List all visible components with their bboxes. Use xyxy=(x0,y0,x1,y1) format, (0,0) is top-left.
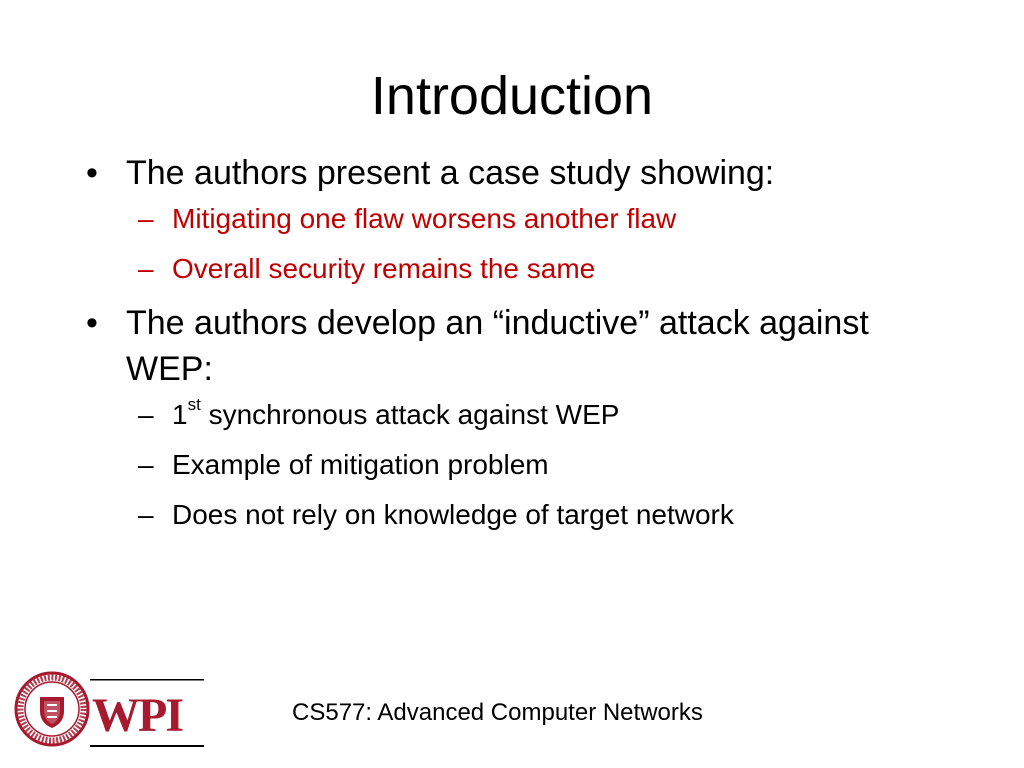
bullet-symbol: • xyxy=(86,304,98,342)
ordinal-suffix: st xyxy=(187,394,201,414)
wpi-seal-icon xyxy=(14,671,90,747)
wpi-logo: WPI xyxy=(14,671,204,747)
sub-bullet-2-2-text: Example of mitigation problem xyxy=(172,449,549,480)
slide-title: Introduction xyxy=(370,66,654,126)
dash-symbol: – xyxy=(138,449,154,480)
bullet-1-text: The authors present a case study showing… xyxy=(126,154,775,192)
sub-bullet-1-2-text: Overall security remains the same xyxy=(172,253,596,284)
sub-bullet-1-2: – Overall security remains the same xyxy=(86,250,946,288)
bullet-2-text: The authors develop an “inductive” attac… xyxy=(126,304,869,388)
sub-bullet-2-3-text: Does not rely on knowledge of target net… xyxy=(172,499,734,530)
dash-symbol: – xyxy=(138,203,154,234)
dash-symbol: – xyxy=(138,253,154,284)
sub-bullet-1-1-text: Mitigating one flaw worsens another flaw xyxy=(172,203,677,234)
bullet-2: • The authors develop an “inductive” att… xyxy=(86,300,946,392)
ordinal-number: 1 xyxy=(172,399,188,430)
dash-symbol: – xyxy=(138,499,154,530)
sub-bullet-2-2: – Example of mitigation problem xyxy=(86,446,946,484)
sub-bullet-2-3: – Does not rely on knowledge of target n… xyxy=(86,496,946,534)
bullet-1: • The authors present a case study showi… xyxy=(86,150,946,196)
sub-bullet-1-1: – Mitigating one flaw worsens another fl… xyxy=(86,200,946,238)
dash-symbol: – xyxy=(138,399,154,430)
wpi-wordmark: WPI xyxy=(90,679,204,747)
bullet-symbol: • xyxy=(86,154,98,192)
sub-bullet-2-1: – 1st synchronous attack against WEP xyxy=(86,396,946,434)
footer-course: CS577: Advanced Computer Networks xyxy=(292,699,703,726)
svg-text:WPI: WPI xyxy=(92,689,183,742)
slide-content: • The authors present a case study showi… xyxy=(86,150,946,546)
sub-bullet-2-1-text: synchronous attack against WEP xyxy=(200,399,620,430)
